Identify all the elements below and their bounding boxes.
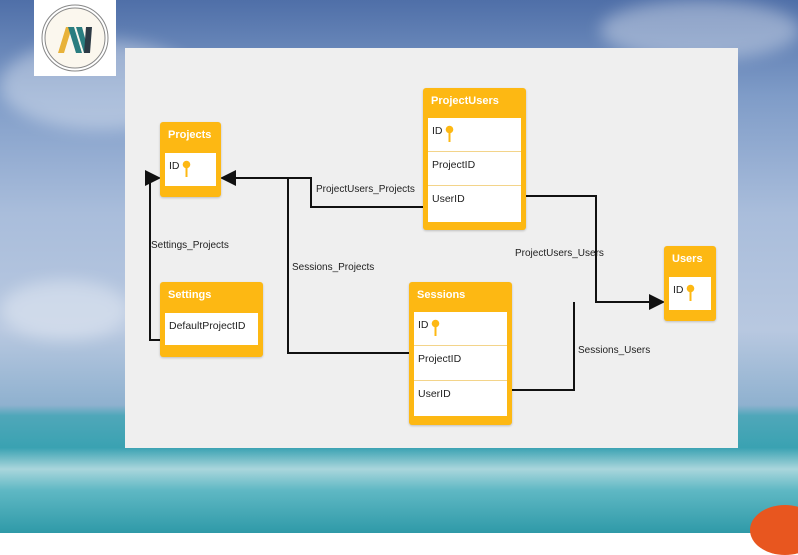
line-projectusers-users [526,195,665,310]
table-title: ProjectUsers [431,95,499,107]
field-name: ProjectID [432,159,476,171]
field-name: ID [673,284,684,296]
relation-label: Sessions_Projects [292,262,375,273]
table-title: Settings [168,289,212,301]
line-settings-projects [145,170,161,341]
table-title: Users [672,253,703,265]
primary-key-icon [429,319,440,340]
field-row[interactable]: ProjectID [414,346,507,381]
line-sessions-users [512,302,575,391]
table-title: Sessions [417,289,466,301]
logo-icon [41,4,109,72]
line-sessions-projects [287,178,409,354]
field-name: UserID [432,193,465,205]
field-name: ID [169,160,180,172]
table-title: Projects [168,129,212,141]
field-row[interactable]: ID [428,118,521,152]
field-row[interactable]: ID [669,277,711,310]
primary-key-icon [443,125,454,146]
cloud [0,280,130,340]
relation-label: Settings_Projects [151,240,229,251]
field-name: UserID [418,388,451,400]
field-name: ID [418,319,429,331]
field-row[interactable]: UserID [428,186,521,222]
field-row[interactable]: ProjectID [428,152,521,186]
primary-key-icon [180,160,191,181]
line-projectusers-projects [220,170,423,208]
relation-label: Sessions_Users [578,345,651,356]
relation-lines [145,170,665,391]
logo [34,0,116,76]
field-row[interactable]: DefaultProjectID [165,313,258,345]
field-row[interactable]: ID [414,312,507,346]
field-row[interactable]: UserID [414,381,507,416]
field-name: DefaultProjectID [169,320,246,332]
field-name: ProjectID [418,353,462,365]
primary-key-icon [684,284,695,305]
field-name: ID [432,125,443,137]
relation-label: ProjectUsers_Users [515,248,604,259]
relation-label: ProjectUsers_Projects [316,184,415,195]
field-row[interactable]: ID [165,153,216,186]
